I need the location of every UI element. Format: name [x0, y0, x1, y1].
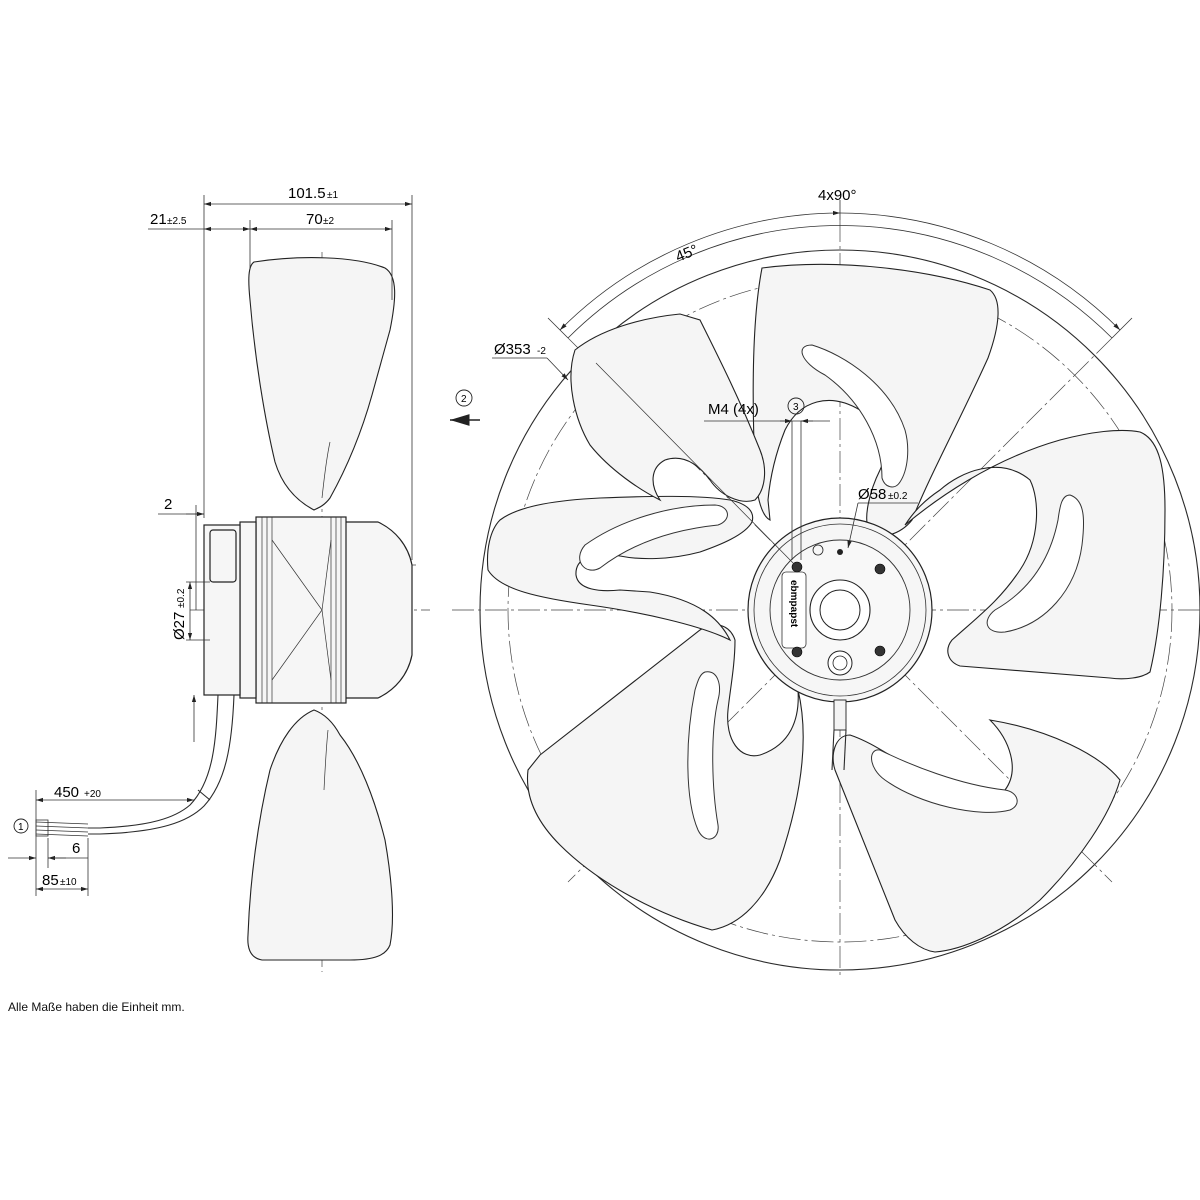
dim-wire-length-tol: ±10 — [60, 877, 77, 888]
rotor-band — [255, 516, 347, 704]
dim-hub-dia-tol: ±0.2 — [888, 491, 908, 502]
dim-wire-length: 85 — [42, 872, 59, 889]
dim-blade-width-tol: ±2 — [323, 216, 334, 227]
marker-cable: 1 — [18, 822, 24, 833]
dim-cable-length-tol: +20 — [84, 789, 101, 800]
footnote: Alle Maße haben die Einheit mm. — [8, 1000, 185, 1014]
mount-hole-2 — [874, 563, 886, 575]
dim-blade-offset-tol: ±2.5 — [167, 216, 187, 227]
side-lower-blade-edge — [323, 729, 329, 791]
dim-strip: 6 — [72, 840, 80, 857]
motor-housing — [337, 521, 413, 699]
dim-cable-length: 450 — [54, 784, 79, 801]
front-blade-right — [904, 429, 1166, 680]
dim-total-length: 101.5 — [288, 185, 326, 202]
hub-brand: ebmpapst — [788, 580, 799, 628]
dim-shaft-dia: Ø27 — [171, 612, 188, 640]
front-cable — [831, 699, 847, 771]
mount-hole-3 — [791, 646, 803, 658]
dim-thread: M4 (4x) — [708, 401, 759, 418]
dim-blade-offset: 21 — [150, 211, 167, 228]
dim-blade-width: 70 — [306, 211, 323, 228]
side-lower-blade — [247, 709, 394, 961]
side-upper-blade — [248, 257, 396, 511]
front-blade-bottom-left — [526, 624, 804, 931]
dim-shaft-dia-tol: ±0.2 — [176, 588, 187, 608]
dim-fan-dia: Ø353 — [494, 341, 531, 358]
blade-slots — [579, 344, 1084, 840]
marker-thread-circle — [787, 397, 805, 415]
side-upper-blade-edge — [321, 441, 331, 499]
dim-total-length-tol: ±1 — [327, 190, 338, 201]
dim-pitch: 4x90° — [818, 187, 857, 204]
marker-cable-circle — [13, 818, 29, 834]
wire-ends — [35, 819, 89, 837]
front-blade-left — [486, 495, 754, 642]
marker-airflow: 2 — [461, 394, 467, 405]
dim-angle: 45° — [673, 241, 700, 265]
side-view: 101.5 ±1 21 ±2.5 70 ±2 2 Ø27 ±0.2 450 +2… — [8, 185, 430, 972]
dim-fan-dia-tol: -2 — [537, 346, 546, 357]
cable — [88, 694, 219, 829]
motor-shaft-boss — [209, 529, 237, 583]
marker-thread: 3 — [793, 402, 799, 413]
dim-hub-dia: Ø58 — [858, 486, 886, 503]
motor-flange — [239, 521, 257, 699]
mount-hole-4 — [874, 645, 886, 657]
hub-cable-port — [827, 650, 853, 676]
rotor-ribs — [261, 517, 342, 703]
hub-bore — [819, 589, 861, 631]
front-view: ebmpapst 4x90° 45° — [452, 187, 1200, 975]
airflow-marker: 2 — [450, 389, 480, 426]
dim-flange: 2 — [164, 496, 172, 513]
